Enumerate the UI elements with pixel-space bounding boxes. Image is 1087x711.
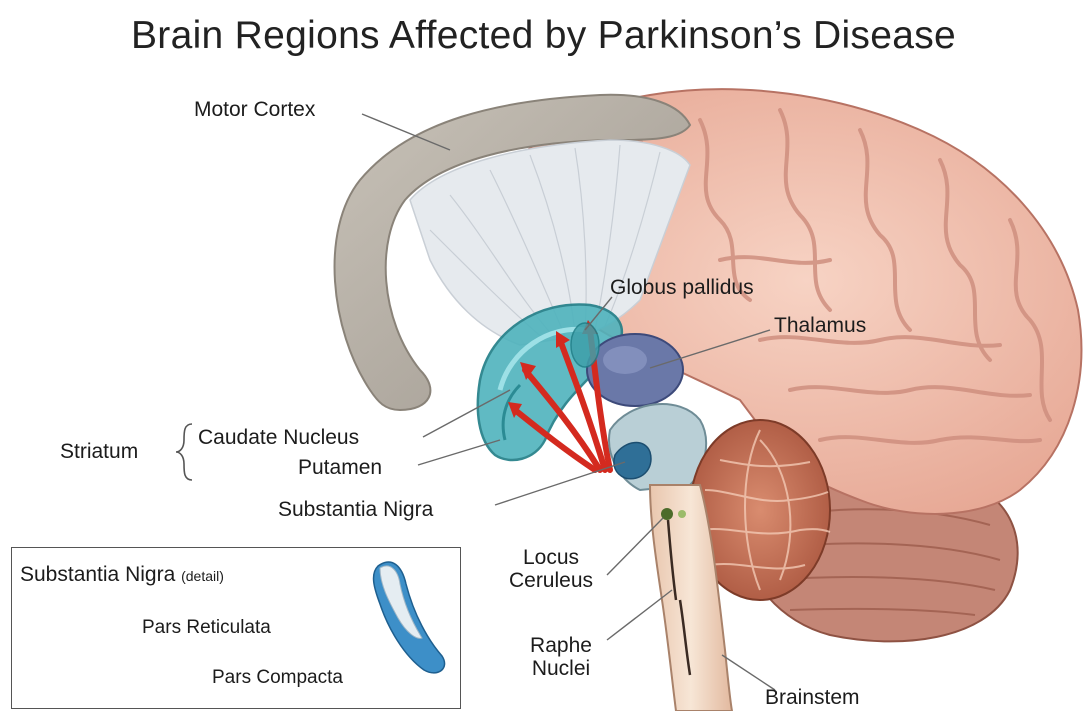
label-thalamus: Thalamus (774, 314, 866, 337)
label-locus-ceruleus: Locus Ceruleus (496, 546, 606, 592)
label-raphe-nuclei-line1: Raphe (516, 634, 606, 657)
label-pars-reticulata: Pars Reticulata (142, 618, 271, 639)
label-motor-cortex: Motor Cortex (194, 98, 315, 121)
label-raphe-nuclei: Raphe Nuclei (516, 634, 606, 680)
detail-heading-note: (detail) (181, 568, 224, 584)
label-substantia-nigra: Substantia Nigra (278, 498, 433, 521)
label-locus-ceruleus-line1: Locus (496, 546, 606, 569)
detail-heading: Substantia Nigra (detail) (20, 563, 224, 586)
label-caudate-nucleus: Caudate Nucleus (198, 426, 359, 449)
label-globus-pallidus: Globus pallidus (610, 276, 754, 299)
leader-brainstem (722, 655, 775, 690)
striatum-brace (176, 424, 192, 480)
label-pars-compacta: Pars Compacta (212, 668, 343, 689)
label-locus-ceruleus-line2: Ceruleus (496, 569, 606, 592)
leader-substantia-nigra (495, 462, 625, 505)
label-raphe-nuclei-line2: Nuclei (516, 657, 606, 680)
leader-putamen (418, 440, 500, 465)
label-striatum: Striatum (60, 440, 138, 463)
detail-heading-text: Substantia Nigra (20, 563, 175, 586)
label-putamen: Putamen (298, 456, 382, 479)
leader-raphe (607, 590, 672, 640)
label-brainstem: Brainstem (765, 686, 860, 709)
